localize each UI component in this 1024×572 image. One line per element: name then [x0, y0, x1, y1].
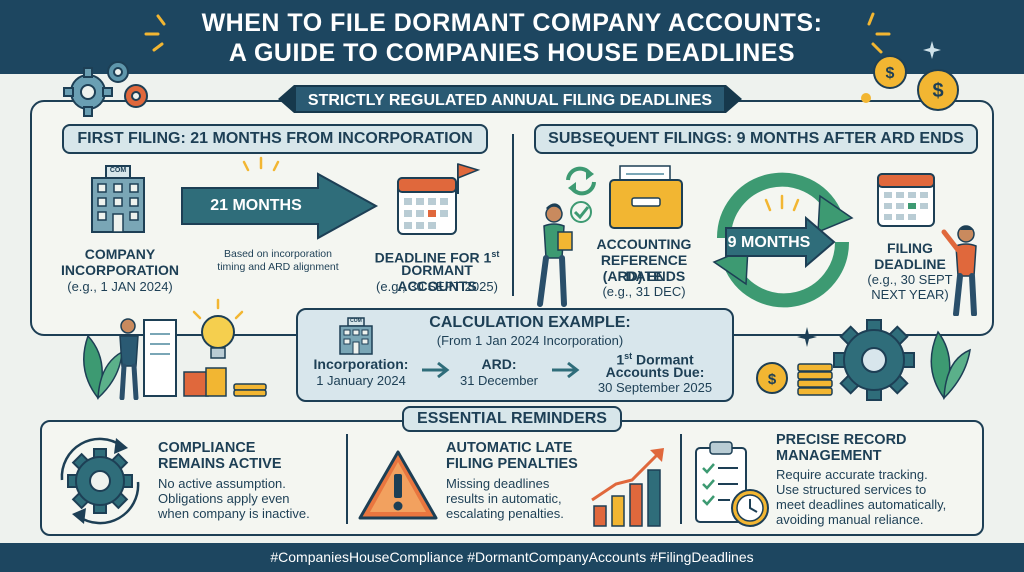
- sparkle-icon: [867, 12, 891, 54]
- reminders-panel: [40, 420, 984, 536]
- gears-icon: [833, 319, 915, 401]
- clock-icon: [731, 489, 769, 527]
- filing-deadline-example-2: NEXT YEAR): [871, 287, 949, 302]
- step-ard-value: 31 December: [459, 373, 539, 388]
- deadline-title-1-sup: st: [491, 249, 500, 259]
- cycle-arrows-icon: [712, 172, 854, 308]
- person-icon: [537, 203, 573, 307]
- page-title-line-2: A GUIDE TO COMPANIES HOUSE DEADLINES: [228, 39, 796, 67]
- arrow-note-1: Based on incorporation: [224, 248, 332, 260]
- check-icon: [570, 201, 592, 223]
- reminder-2-body-2: results in automatic,: [446, 491, 562, 506]
- calculation-example-box: [296, 308, 734, 402]
- reminder-3-title-2: MANAGEMENT: [776, 448, 882, 464]
- banner-ribbon-right: [726, 85, 742, 113]
- page-title-line-1: WHEN TO FILE DORMANT COMPANY ACCOUNTS:: [201, 9, 823, 37]
- step-due-label-text: Dormant: [632, 351, 694, 368]
- step-ard-label: ARD:: [481, 356, 517, 372]
- svg-text:$: $: [886, 65, 895, 82]
- svg-text:$: $: [768, 371, 777, 388]
- arrow-note-2: timing and ARD alignment: [217, 261, 339, 273]
- deadline-title-1: DEADLINE FOR 1st: [362, 246, 512, 266]
- step-incorporation-label: Incorporation:: [313, 356, 409, 372]
- reminder-divider: [346, 434, 348, 524]
- ard-title-3: (ARD) ENDS: [602, 268, 686, 284]
- deadline-example: (e.g., 30 SEPT 2025): [376, 279, 498, 294]
- calc-building-sign: COM: [350, 318, 362, 324]
- reminder-1-body-2: Obligations apply even: [158, 491, 290, 506]
- incorporation-title-1: COMPANY: [84, 246, 156, 262]
- filing-deadline-example-1: (e.g., 30 SEPT: [867, 272, 953, 287]
- reminder-2-title-1: AUTOMATIC LATE: [446, 440, 573, 456]
- sparkle-icon: [797, 327, 817, 347]
- months-9-label: 9 MONTHS: [727, 234, 811, 251]
- step-incorporation-value: 1 January 2024: [316, 373, 406, 388]
- coin-icon: $ $: [861, 55, 959, 111]
- incorporation-example: (e.g., 1 JAN 2024): [67, 279, 173, 294]
- reminder-2-body-1: Missing deadlines: [446, 476, 550, 491]
- plant-leaf-icon: [930, 330, 971, 400]
- calendar-icon: [877, 173, 935, 227]
- reminder-2-body-3: escalating penalties.: [446, 506, 564, 521]
- reminder-1-body-3: when company is inactive.: [158, 506, 310, 521]
- arrow-right-icon: [552, 361, 580, 379]
- building-sign: COM: [109, 167, 127, 174]
- main-banner: STRICTLY REGULATED ANNUAL FILING DEADLIN…: [294, 85, 726, 113]
- reminder-3-body-1: Require accurate tracking.: [776, 467, 928, 482]
- svg-text:$: $: [932, 80, 943, 102]
- banner-ribbon-left: [278, 85, 294, 113]
- ard-example: (e.g., 31 DEC): [602, 284, 686, 299]
- reminder-3-body-3: meet deadlines automatically,: [776, 497, 947, 512]
- reminder-1-body-1: No active assumption.: [158, 476, 286, 491]
- essential-reminders-tab: ESSENTIAL REMINDERS: [402, 406, 622, 432]
- deadline-title-2: DORMANT ACCOUNTS: [397, 262, 477, 294]
- deadline-title-1-text: DEADLINE FOR 1: [374, 249, 492, 266]
- calculation-title: CALCULATION EXAMPLE:: [429, 314, 631, 331]
- header-bar: [0, 0, 1024, 74]
- gears-icon: [60, 437, 140, 525]
- reminder-divider: [680, 434, 682, 524]
- clipboard-checklist-icon: [119, 318, 177, 400]
- calendar-icon: [397, 162, 481, 235]
- sparkle-icon: [144, 14, 166, 52]
- office-building-icon: [339, 317, 373, 355]
- section-divider: [512, 134, 514, 296]
- filing-deadline-title-2: DEADLINE: [874, 256, 946, 272]
- step-due-label-2: Accounts Due:: [605, 364, 705, 380]
- sparkle-icon: [242, 156, 280, 172]
- warning-triangle-icon: [358, 450, 438, 520]
- arrow-right-icon: [181, 172, 379, 240]
- incorporation-title-2: INCORPORATION: [61, 262, 179, 278]
- reminder-2-title-2: FILING PENALTIES: [446, 456, 578, 472]
- office-building-icon: [91, 165, 145, 233]
- step-due-value: 30 September 2025: [597, 380, 713, 395]
- person-icon: [941, 225, 977, 316]
- filing-deadline-title-1: FILING: [887, 240, 933, 256]
- subsequent-filings-tab: SUBSEQUENT FILINGS: 9 MONTHS AFTER ARD E…: [534, 124, 978, 154]
- lightbulb-icon: [183, 298, 267, 397]
- gears-icon: [63, 61, 148, 117]
- reminder-3-title-1: PRECISE RECORD: [776, 432, 907, 448]
- step-due-label-1: 1st Dormant: [584, 348, 726, 368]
- coin-icon: $: [756, 362, 833, 396]
- file-drawer-icon: [609, 165, 683, 229]
- ard-title-2: REFERENCE DATE: [600, 252, 688, 284]
- first-filing-tab: FIRST FILING: 21 MONTHS FROM INCORPORATI…: [62, 124, 488, 154]
- calculation-subtitle: (From 1 Jan 2024 Incorporation): [436, 333, 624, 348]
- step-due-label-sup: st: [624, 351, 633, 361]
- reminder-1-title-2: REMAINS ACTIVE: [158, 456, 282, 472]
- growth-chart-icon: [591, 448, 664, 527]
- months-21-label: 21 MONTHS: [210, 197, 302, 214]
- reminder-3-body-4: avoiding manual reliance.: [776, 512, 924, 527]
- reminder-3-body-2: Use structured services to: [776, 482, 927, 497]
- reminder-1-title-1: COMPLIANCE: [158, 440, 256, 456]
- cycle-arrows-icon: [566, 166, 596, 196]
- ard-title-1: ACCOUNTING: [596, 236, 692, 252]
- step-due-label-num: 1: [616, 351, 625, 368]
- plant-leaf-icon: [83, 334, 123, 400]
- sparkle-icon: [923, 41, 941, 59]
- arrow-right-icon: [422, 361, 450, 379]
- hashtag-footer: #CompaniesHouseCompliance #DormantCompan…: [0, 543, 1024, 572]
